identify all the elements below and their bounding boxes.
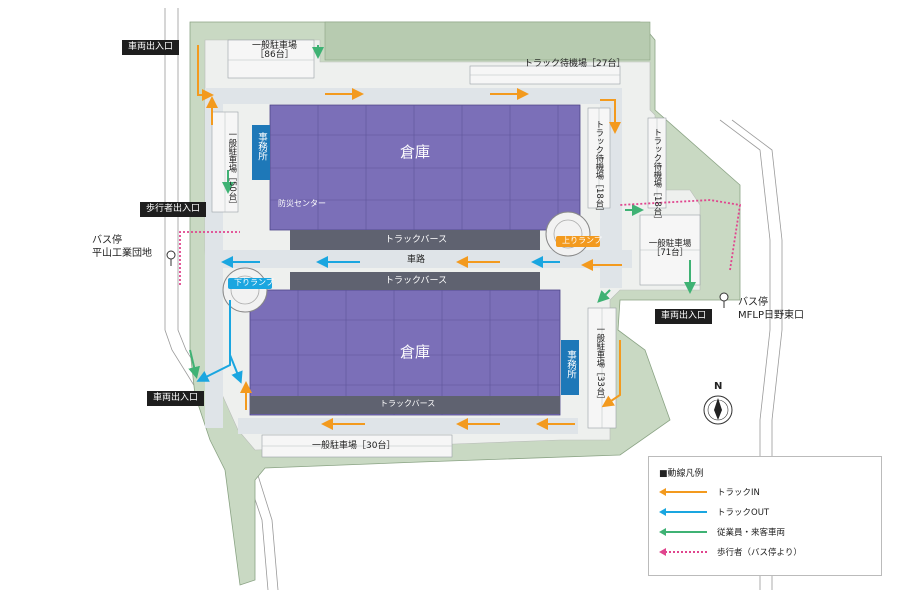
office-top <box>252 125 270 180</box>
warehouse-bottom <box>249 289 561 416</box>
truck-berth-3-label: トラックバース <box>380 399 436 408</box>
pedestrian-flow <box>179 199 742 285</box>
warehouse-top-grid <box>270 105 580 230</box>
legend-label: トラックIN <box>717 488 760 498</box>
disaster-center-label: 防災センター <box>278 199 326 208</box>
up-ramp <box>545 211 591 257</box>
legend-item-truck-out: トラックOUT <box>659 505 769 519</box>
parking-right-label: 一般駐車場［71台］ <box>648 239 692 258</box>
warehouse-bottom-grid <box>250 290 560 415</box>
truck-in-arrow-icon <box>659 488 707 496</box>
parking-bay-lines <box>224 59 700 447</box>
office-bottom <box>561 340 579 395</box>
truck-wait-right2-label: トラック待機場［18台］ <box>651 128 662 224</box>
road-label: 車路 <box>407 255 426 265</box>
warehouse-top-label: 倉庫 <box>400 143 431 161</box>
green-block-top <box>324 21 651 61</box>
legend-item-staff: 従業員・来客車両 <box>659 525 785 539</box>
berth-middle <box>290 272 540 290</box>
office-top-label: 事務所 <box>255 132 267 161</box>
office-bottom-label: 事務所 <box>564 350 576 379</box>
vehicle-entrance-right-label: 車両出入口 <box>655 309 713 324</box>
legend-label: 歩行者（バス停より） <box>717 548 802 558</box>
legend: ■動線凡例 トラックIN トラックOUT 従業員・来客車両 歩行者（バス停より） <box>648 456 882 576</box>
truck-berth-2-label: トラックバース <box>385 276 448 286</box>
legend-item-pedestrian: 歩行者（バス停より） <box>659 545 802 559</box>
parking-bottom-label: 一般駐車場［30台］ <box>312 441 396 451</box>
legend-label: 従業員・来客車両 <box>717 528 786 538</box>
bus-stop-right-icon <box>719 292 729 308</box>
vehicle-entrance-bottom-label: 車両出入口 <box>147 391 205 406</box>
warehouse-bottom-label: 倉庫 <box>400 343 431 361</box>
truck-wait-top-label: トラック待機場［27台］ <box>524 59 626 69</box>
pedestrian-arrow-icon <box>659 548 707 556</box>
bus-stop-left-label: バス停 平山工業団地 <box>92 235 152 259</box>
truck-wait-right1-label: トラック待機場［18台］ <box>593 120 604 216</box>
bus-stop-left-icon <box>166 250 176 266</box>
north-label: N <box>714 381 723 392</box>
legend-label: トラックOUT <box>717 508 770 518</box>
truck-in-flow <box>197 45 622 430</box>
truck-out-arrow-icon <box>659 508 707 516</box>
parking-left-label: 一般駐車場［50台］ <box>226 130 237 209</box>
down-ramp-label: 下りランプ <box>234 278 274 287</box>
up-ramp-label: 上りランプ <box>562 236 602 245</box>
staff-arrow-icon <box>659 528 707 536</box>
parking-right-lower-label: 一般駐車場［33台］ <box>594 325 605 404</box>
staff-flow <box>188 45 696 379</box>
warehouse-top <box>269 104 581 231</box>
truck-out-flow <box>196 256 560 384</box>
vehicle-entrance-top-label: 車両出入口 <box>122 40 180 55</box>
berth-top <box>290 230 540 250</box>
legend-title: ■動線凡例 <box>659 469 704 479</box>
parking-top-label: 一般駐車場 ［86台］ <box>252 41 298 60</box>
north-compass-icon <box>703 395 733 425</box>
pedestrian-entrance-label: 歩行者出入口 <box>140 202 207 217</box>
legend-item-truck-in: トラックIN <box>659 485 760 499</box>
berth-bottom <box>250 396 560 414</box>
bus-stop-right-label: バス停 MFLP日野東口 <box>738 297 804 321</box>
truck-berth-1-label: トラックバース <box>385 235 448 245</box>
